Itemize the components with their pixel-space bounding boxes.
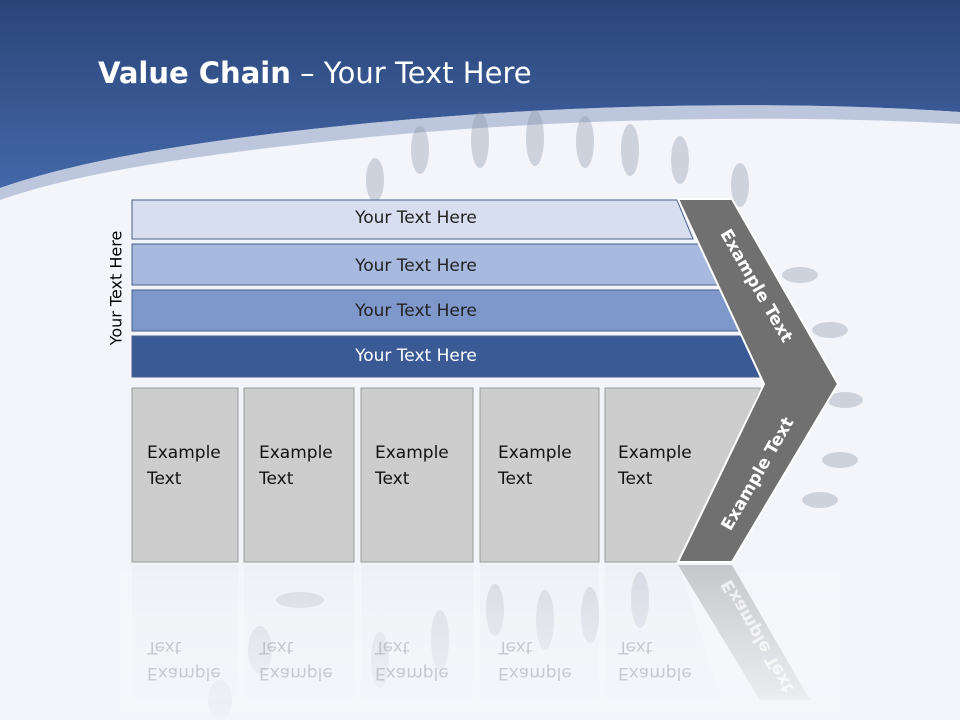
cell-4-refl-line1: Example — [498, 663, 572, 683]
cell-5-line2: Text — [618, 469, 653, 489]
reflection-fade — [120, 563, 840, 720]
value-chain-cell-3 — [360, 387, 474, 563]
cell-3-line2: Text — [375, 469, 410, 489]
cell-reflection-label-5: Example Text — [618, 634, 718, 686]
slide-title: Value Chain – Your Text Here — [98, 54, 532, 92]
value-chain-cell-1 — [131, 387, 239, 563]
cell-2-refl-line2: Text — [259, 637, 294, 657]
cell-4-line2: Text — [498, 469, 533, 489]
cell-reflection-label-2: Example Text — [259, 634, 359, 686]
cell-3-line1: Example — [375, 443, 449, 463]
cell-reflection-label-3: Example Text — [375, 634, 475, 686]
cell-2-line1: Example — [259, 443, 333, 463]
value-chain-bar-1 — [131, 199, 694, 240]
cell-1-line2: Text — [147, 469, 182, 489]
cell-3-refl-line2: Text — [375, 637, 410, 657]
cell-3-refl-line1: Example — [375, 663, 449, 683]
cell-4-line1: Example — [498, 443, 572, 463]
cell-5-refl-line1: Example — [618, 663, 692, 683]
value-chain-cell-2 — [243, 387, 355, 563]
cell-1-refl-line2: Text — [147, 637, 182, 657]
bar-label-2: Your Text Here — [355, 256, 477, 276]
cell-2-refl-line1: Example — [259, 663, 333, 683]
title-bold: Value Chain — [98, 56, 291, 90]
cell-4-refl-line2: Text — [498, 637, 533, 657]
bar-label-4: Your Text Here — [355, 346, 477, 366]
bar-label-1: Your Text Here — [355, 208, 477, 228]
cell-1-refl-line1: Example — [147, 663, 221, 683]
cell-reflection-label-4: Example Text — [498, 634, 598, 686]
cell-2-line2: Text — [259, 469, 294, 489]
title-rest: – Your Text Here — [290, 56, 532, 90]
side-label: Your Text Here — [106, 230, 126, 346]
cell-reflection-label-1: Example Text — [147, 634, 247, 686]
bar-label-3: Your Text Here — [355, 301, 477, 321]
value-chain-cell-4 — [479, 387, 600, 563]
chevron-arrow — [676, 198, 840, 563]
cell-5-line1: Example — [618, 443, 692, 463]
cell-5-refl-line2: Text — [618, 637, 653, 657]
cell-1-line1: Example — [147, 443, 221, 463]
